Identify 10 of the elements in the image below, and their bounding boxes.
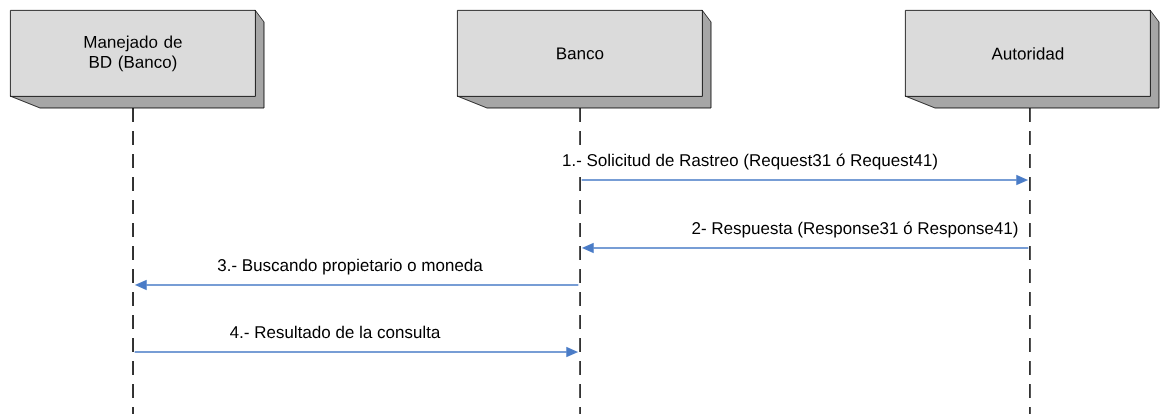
lifeline (579, 107, 581, 414)
lifeline-box: Manejado de BD (Banco) (9, 9, 265, 109)
lifeline (1029, 107, 1031, 414)
edge-label: 2- Respuesta (Response31 ó Response41) (690, 220, 1020, 239)
edge-label: 4.- Resultado de la consulta (228, 324, 442, 340)
lifeline-box: Autoridad (904, 9, 1160, 109)
edge-label: 3.- Buscando propietario o moneda (216, 257, 484, 276)
lifeline (132, 107, 134, 414)
lifeline-box: Banco (456, 9, 712, 109)
edge-label: 1.- Solicitud de Rastreo (Request31 ó Request41) (560, 152, 940, 171)
